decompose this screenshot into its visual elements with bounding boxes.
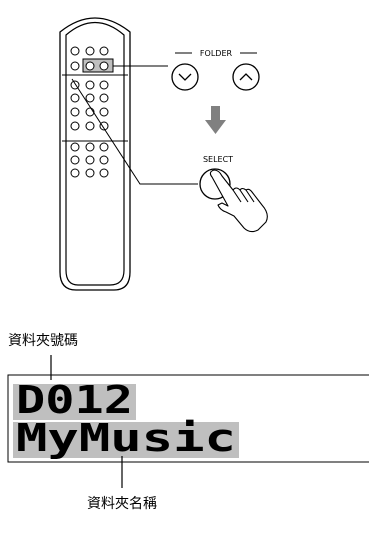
- folder-label-group: FOLDER: [175, 49, 257, 58]
- remote-button: [99, 46, 109, 56]
- remote-button: [85, 46, 95, 56]
- remote-button: [85, 80, 95, 90]
- remote-button: [70, 155, 80, 165]
- select-label: SELECT: [203, 155, 233, 164]
- remote-button: [85, 121, 95, 131]
- remote-button: [85, 168, 95, 178]
- display-frame: [7, 374, 369, 463]
- remote-button: [70, 168, 80, 178]
- down-arrow-icon: [205, 106, 226, 134]
- remote-button: [99, 121, 109, 131]
- remote-button: [70, 93, 80, 103]
- chevron-down-icon: [178, 73, 192, 81]
- folder-number-caption: 資料夾號碼: [8, 333, 78, 349]
- remote-button: [85, 155, 95, 165]
- remote-button: [99, 107, 109, 117]
- remote-control: [59, 17, 131, 291]
- remote-button: [70, 142, 80, 152]
- folder-number-value: D012: [16, 378, 133, 422]
- select-leader-line: [71, 78, 198, 185]
- remote-button: [70, 107, 80, 117]
- folder-down-button[interactable]: [171, 63, 199, 91]
- folder-up-button[interactable]: [232, 63, 260, 91]
- remote-button: [99, 155, 109, 165]
- chevron-up-icon: [239, 73, 253, 81]
- lcd-folder-number: D012: [13, 378, 136, 422]
- remote-button: [99, 142, 109, 152]
- remote-button: [85, 142, 95, 152]
- folder-label: FOLDER: [200, 49, 233, 58]
- remote-button: [99, 61, 109, 71]
- remote-button: [99, 93, 109, 103]
- remote-button: [99, 80, 109, 90]
- remote-button: [99, 168, 109, 178]
- remote-button: [85, 61, 95, 71]
- remote-button: [85, 93, 95, 103]
- remote-button: [70, 61, 80, 71]
- remote-button: [70, 46, 80, 56]
- remote-button: [70, 121, 80, 131]
- folder-name-caption: 資料夾名稱: [87, 496, 157, 512]
- hand-pointer-icon: [209, 169, 268, 233]
- folder-name-value: MyMusic: [16, 416, 236, 460]
- lcd-folder-name: MyMusic: [13, 416, 239, 460]
